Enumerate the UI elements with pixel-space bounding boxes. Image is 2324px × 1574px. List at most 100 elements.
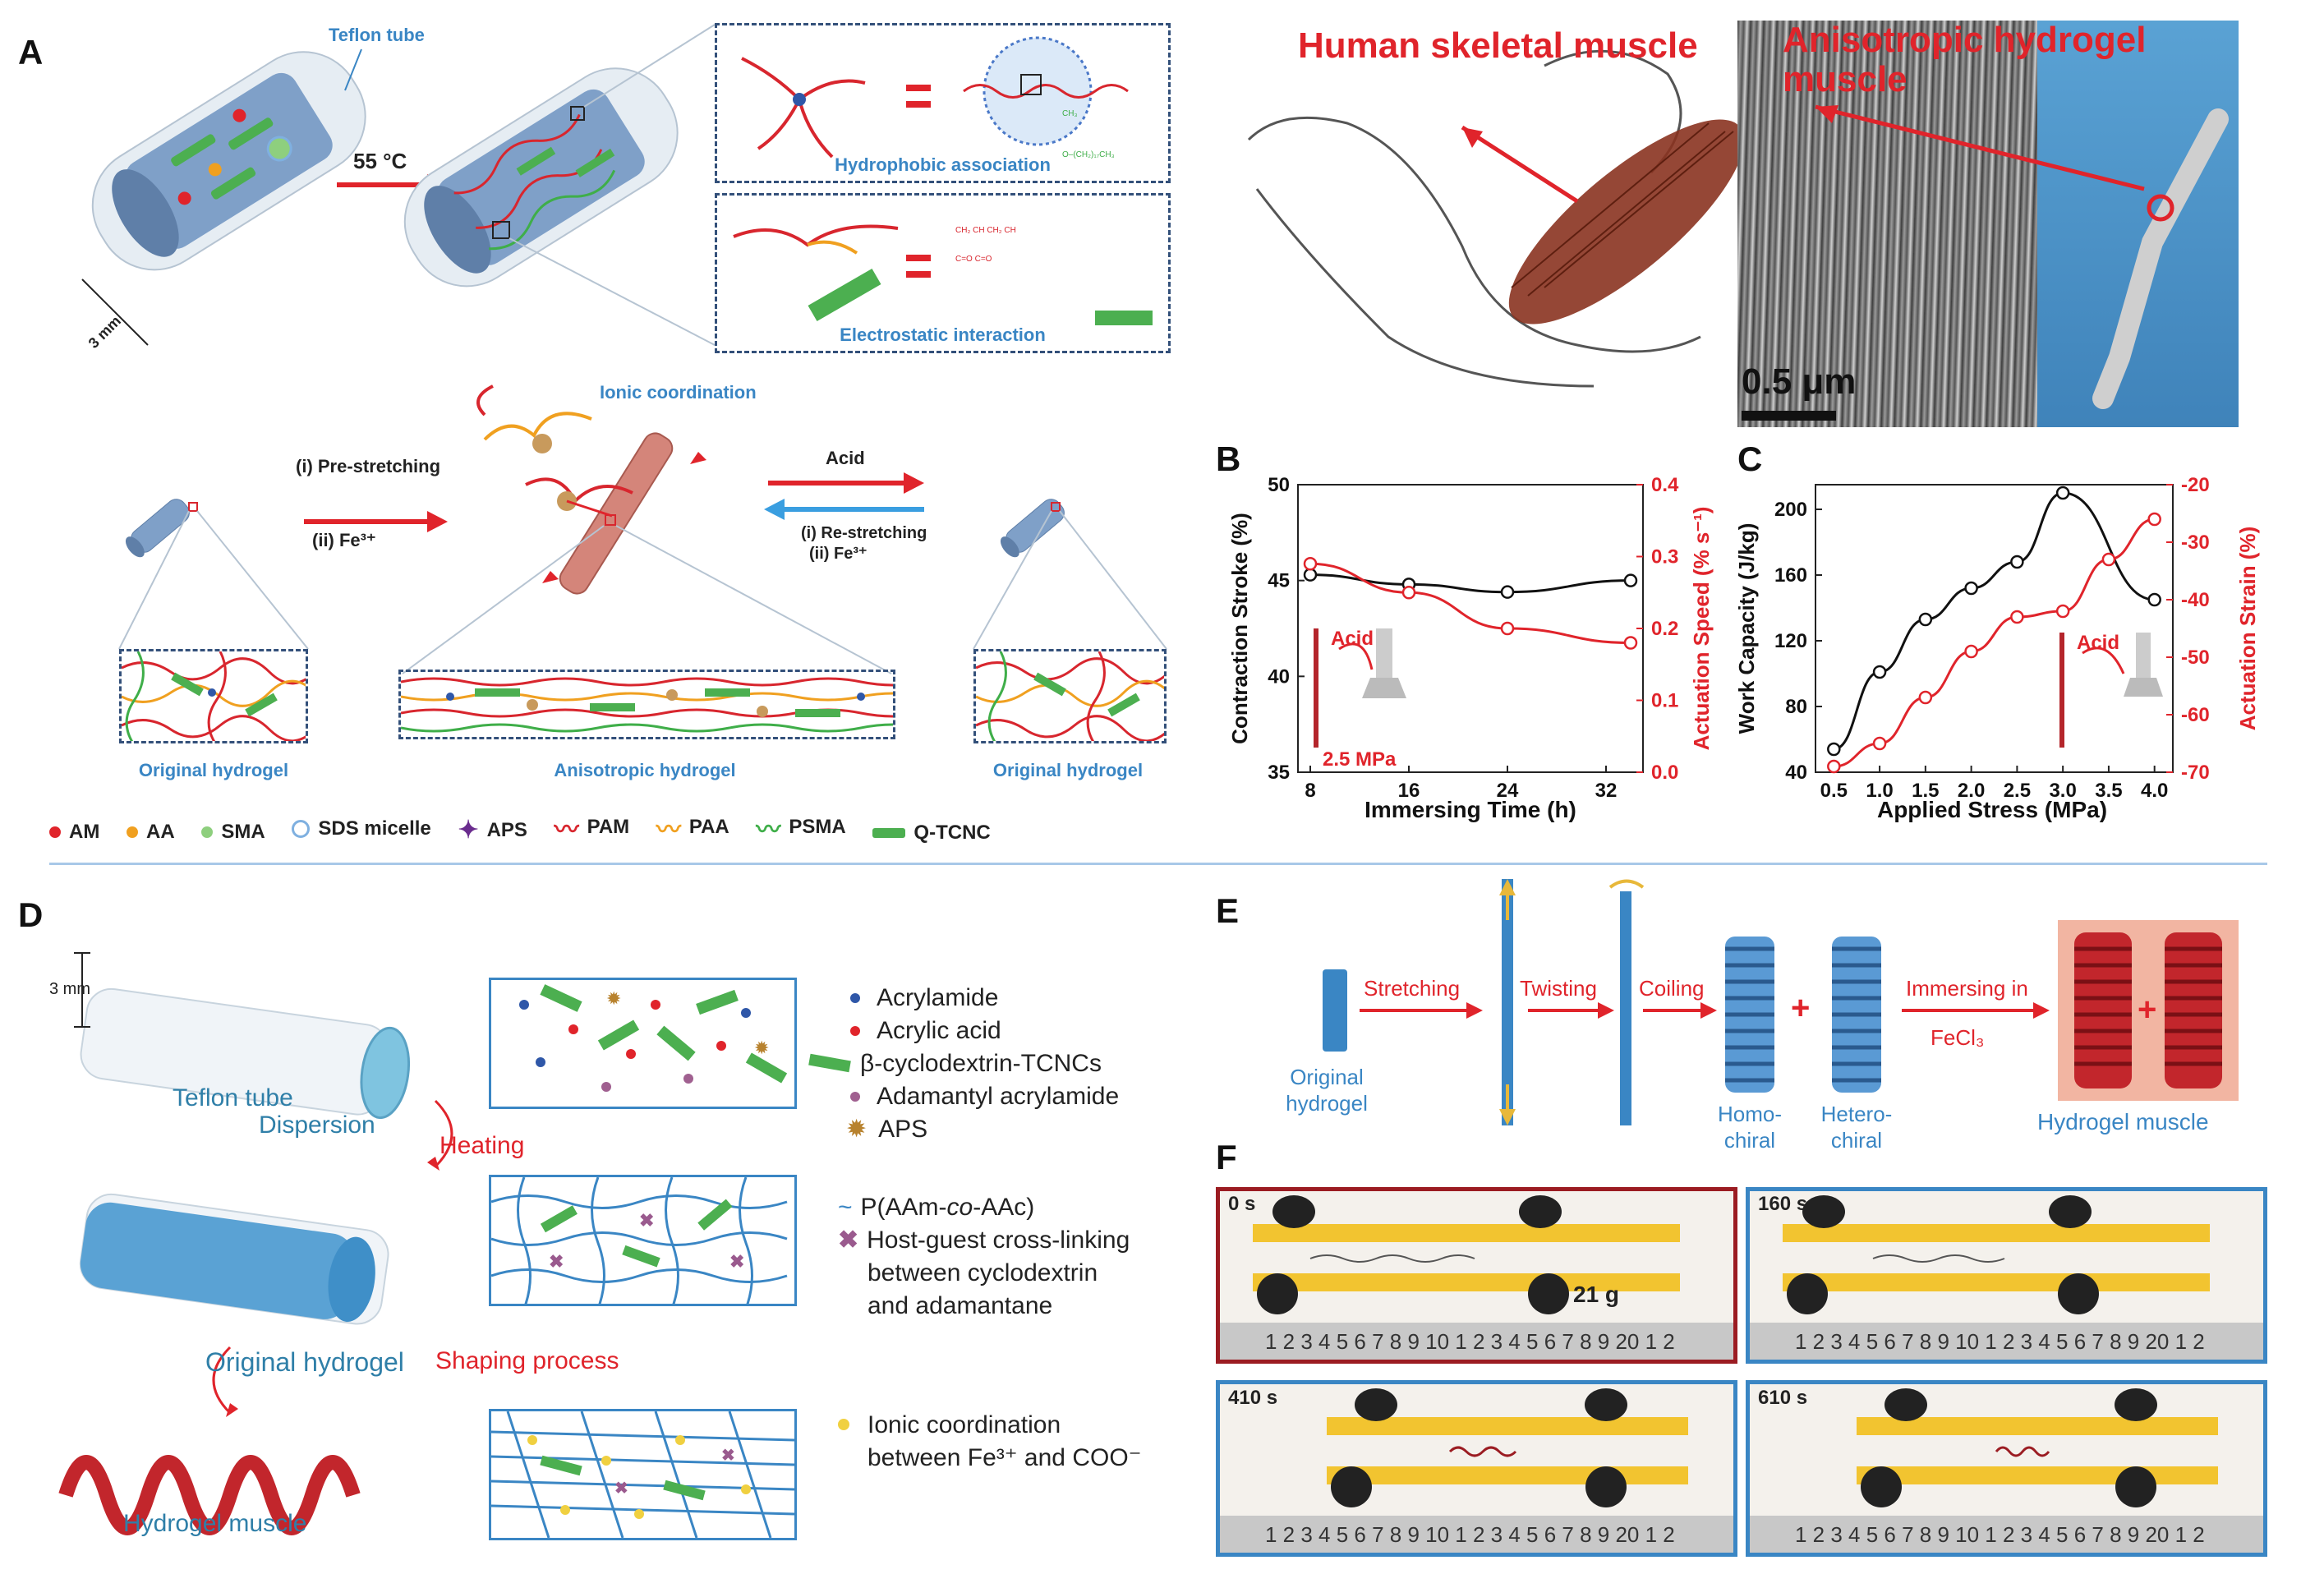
chart-c-xtick-label: 2.5 <box>2004 780 2031 802</box>
crosslinked-network-box: ✖ ✖ ✖ <box>489 1175 797 1309</box>
chart-c-series-1-point <box>1964 644 1978 659</box>
panel-a-process: (i) Pre-stretching (ii) Fe³⁺ Ionic coord… <box>118 382 1167 674</box>
panel-d-legend-1: Acrylamide Acrylic acid β-cyclodextrin-T… <box>808 982 1119 1146</box>
panel-label-c: C <box>1737 440 1763 478</box>
section-divider <box>49 863 2267 865</box>
chart-b-series-1-point <box>1500 621 1515 636</box>
chart-b-xtick-label: 16 <box>1398 780 1420 802</box>
electrostatic-caption: Electrostatic interaction <box>840 324 1046 345</box>
chart-c-ytick-right-label: -30 <box>2181 532 2210 554</box>
chart-c-ytick-right-label: -20 <box>2181 476 2210 496</box>
legend-pam-marker: 〰 <box>554 817 579 844</box>
chart-c-inset-fiber-short <box>2136 633 2151 678</box>
chart-b-xlabel: Immersing Time (h) <box>1364 797 1576 822</box>
chart-c-ytick-right-label: -70 <box>2181 762 2210 784</box>
legend-d-host-guest-3: and adamantane <box>867 1292 1053 1319</box>
chart-b-series-1-point <box>1401 586 1416 600</box>
chart-b-inset-stress: 2.5 MPa <box>1323 748 1397 771</box>
chart-b-series-1-line <box>1309 562 1631 644</box>
svg-text:O–(CH₂)₁₇CH₃: O–(CH₂)₁₇CH₃ <box>1062 150 1115 159</box>
legend-am: AM <box>49 821 99 844</box>
chart-c-series-1-point <box>2055 604 2070 619</box>
scale-bar <box>1742 411 1836 421</box>
hydrophobic-illustration: CH₃ O–(CH₂)₁₇CH₃ <box>741 36 1129 159</box>
legend-d-ionic-marker <box>838 1419 849 1430</box>
legend-aa-marker <box>127 826 138 838</box>
legend-d-host-guest-2: between cyclodextrin <box>867 1259 1098 1286</box>
chart-c-xtick-label: 0.5 <box>1820 780 1848 802</box>
legend-d-ionic: Ionic coordination <box>838 1409 1142 1442</box>
chart-c-series-1-point <box>2147 512 2161 527</box>
chart-b-series-0-point <box>1500 585 1515 599</box>
chart-b-ytick-right-label: 0.0 <box>1651 762 1678 784</box>
chart-b-xtick-label: 8 <box>1305 780 1315 802</box>
chart-b-xtick-label: 32 <box>1595 780 1618 802</box>
chart-c-xtick-label: 3.0 <box>2049 780 2076 802</box>
legend-sma: SMA <box>201 821 265 844</box>
frame-0s-ruler: 1 2 3 4 5 6 7 8 9 10 1 2 3 4 5 6 7 8 9 2… <box>1265 1329 1675 1354</box>
homochiral-coil <box>1725 937 1774 1093</box>
chart-c-xtick-label: 2.0 <box>1958 780 1985 802</box>
svg-text:✖: ✖ <box>639 1210 654 1231</box>
chart-c-series-0-point <box>2010 555 2024 569</box>
robot-arm-illustration <box>2092 108 2229 409</box>
svg-text:✖: ✖ <box>614 1480 628 1498</box>
panel-d-size-label: 3 mm <box>49 980 90 998</box>
original-network-left <box>119 649 320 751</box>
legend-d-acrylamide: Acrylamide <box>809 982 1119 1015</box>
frame-160s-ruler: 1 2 3 4 5 6 7 8 9 10 1 2 3 4 5 6 7 8 9 2… <box>1795 1329 2205 1354</box>
frame-160s-time: 160 s <box>1758 1193 1808 1215</box>
panel-e-fecl3: FeCl₃ <box>1931 1025 1985 1050</box>
chart-c-series-1-point <box>2010 610 2024 624</box>
panel-e-homo-line2: chiral <box>1723 1128 1776 1153</box>
chart-c-xtick-label: 1.0 <box>1866 780 1893 802</box>
legend-d-host-guest: ✖Host-guest cross-linking <box>838 1227 1130 1254</box>
chart-b-series-1-point <box>1623 636 1638 650</box>
legend-d-adamantyl: Adamantyl acrylamide <box>809 1080 1119 1113</box>
frame-610s <box>1746 1380 2267 1557</box>
aniso-arrow <box>1815 104 2145 191</box>
panel-e-plus-2: + <box>2138 992 2156 1028</box>
svg-text:✹: ✹ <box>606 988 621 1009</box>
legend-d-acrylamide-marker <box>850 993 860 1003</box>
svg-text:CH₂ CH CH₂ CH: CH₂ CH CH₂ CH <box>955 226 1016 235</box>
chart-b-ylabel-left: Contraction Stroke (%) <box>1227 513 1252 744</box>
panel-e-homochiral: Homo-chiral <box>1709 1101 1791 1153</box>
frame-0s <box>1216 1187 1737 1364</box>
chart-b-ylabel-right: Actuation Speed (% s⁻¹) <box>1689 507 1714 751</box>
monomer-dispersion-illustration: ✹ ✹ <box>519 984 788 1092</box>
legend-sds-micelle: SDS micelle <box>292 817 431 840</box>
car-illustration-410 <box>1220 1388 1733 1553</box>
monomer-dispersion-box: ✹ ✹ <box>489 978 797 1109</box>
legend-pam: 〰PAM <box>555 809 630 845</box>
heterochiral-coil <box>1832 937 1881 1093</box>
chart-c-inset-base <box>2124 678 2163 697</box>
anisotropic-hydrogel-label: Anisotropic hydrogel <box>554 760 736 780</box>
panel-d-dispersion-label: Dispersion <box>259 1111 375 1139</box>
chart-c-ytick-left-label: 40 <box>1785 762 1807 784</box>
chart-c-xtick-label: 4.0 <box>2141 780 2168 802</box>
restretch-label-2: (ii) Fe³⁺ <box>809 545 867 563</box>
chart-c-xtick-label: 3.5 <box>2095 780 2122 802</box>
ionic-network-box: ✖ ✖ <box>489 1409 797 1540</box>
original-hydrogel-left-label: Original hydrogel <box>138 760 289 780</box>
legend-d-cyclodextrin: β-cyclodextrin-TCNCs <box>808 1047 1119 1080</box>
frame-410s-ruler: 1 2 3 4 5 6 7 8 9 10 1 2 3 4 5 6 7 8 9 2… <box>1265 1522 1675 1547</box>
svg-text:✖: ✖ <box>549 1251 564 1272</box>
restretch-label-1: (i) Re-stretching <box>801 524 927 542</box>
scale-bar-label: 0.5 μm <box>1742 361 1857 402</box>
chart-b-ytick-left-label: 40 <box>1268 665 1290 688</box>
panel-e-process: + + <box>1323 879 2239 1125</box>
legend-d-aps-marker: ✹ <box>846 1116 867 1143</box>
svg-text:✖: ✖ <box>729 1251 744 1272</box>
panel-d-shaping-label: Shaping process <box>435 1347 619 1374</box>
legend-d-host-guest-marker: ✖ <box>838 1227 859 1254</box>
legend-d-copolymer-marker: ~ <box>838 1194 853 1221</box>
human-arm-illustration: Human skeletal muscle <box>1247 25 1742 388</box>
hydrophobic-caption: Hydrophobic association <box>835 154 1051 175</box>
chart-c-ytick-left-label: 200 <box>1774 499 1807 521</box>
legend-d-ionic-2: between Fe³⁺ and COO⁻ <box>867 1444 1142 1471</box>
chart-b-inset-fiber-short <box>1376 628 1392 678</box>
legend-sds-marker <box>292 820 311 838</box>
